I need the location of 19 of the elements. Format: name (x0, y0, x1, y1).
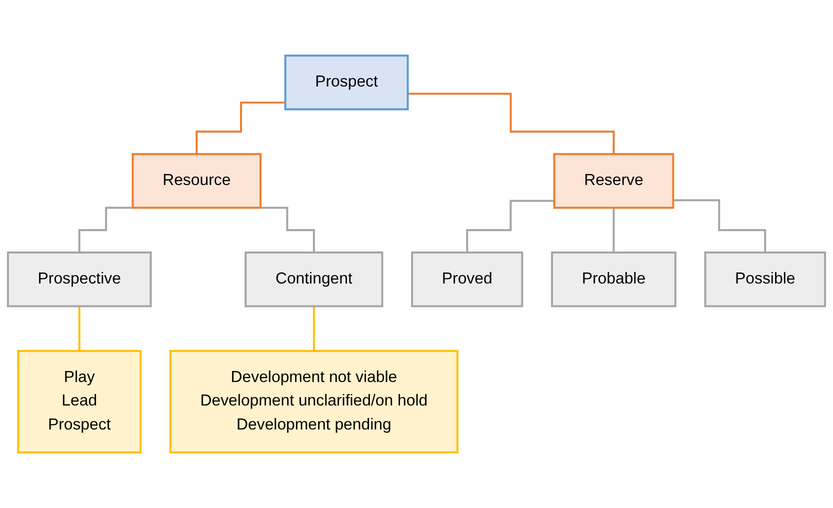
node-box: Resource (132, 153, 262, 209)
node-box: Probable (551, 252, 676, 308)
connector (673, 199, 766, 254)
node-box: Play Lead Prospect (17, 350, 142, 454)
node-box: Proved (411, 252, 524, 308)
node-box: Contingent (244, 252, 384, 308)
connector (260, 206, 315, 254)
node-box: Reserve (553, 153, 674, 209)
connector (466, 200, 554, 254)
node-box: Prospective (6, 252, 152, 308)
connector (408, 92, 615, 156)
connector (78, 305, 80, 352)
node-box: Prospect (284, 54, 409, 110)
node-box: Possible (704, 252, 826, 308)
node-box: Development not viable Development unclarified/on hold Development pending (169, 350, 458, 454)
connector (612, 206, 615, 254)
connector (78, 206, 133, 254)
connector (312, 305, 315, 352)
connector (196, 102, 286, 156)
